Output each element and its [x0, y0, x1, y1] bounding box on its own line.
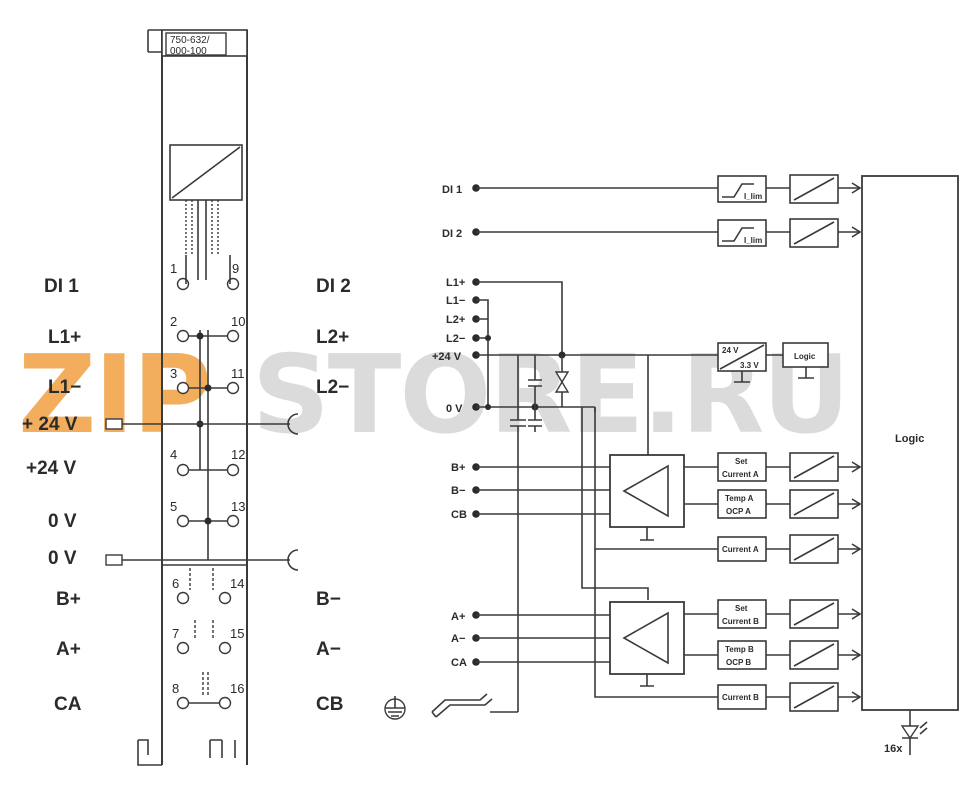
- terminal-labels: DI 1 L1+ L1− + 24 V +24 V 0 V 0 V B+ A+ …: [22, 276, 351, 715]
- label-l2-plus: L2+: [316, 327, 349, 348]
- temp-b-line1: Temp B: [725, 645, 754, 654]
- v24-label: 24 V: [722, 346, 739, 355]
- label-l1-minus: L1−: [48, 377, 81, 398]
- terminal-number: 2: [170, 314, 177, 329]
- sch-label-l1plus: L1+: [446, 277, 465, 289]
- sch-label-di2: DI 2: [442, 228, 462, 240]
- sch-label-di1: DI 1: [442, 184, 462, 196]
- terminal-number: 16: [230, 681, 244, 696]
- logic-block-label: Logic: [895, 433, 924, 445]
- terminal-number: 5: [170, 499, 177, 514]
- terminal-number: 1: [170, 261, 177, 276]
- watermark-prefix: ZIP: [18, 333, 210, 458]
- ilim-label: I_lim: [744, 192, 762, 201]
- label-24v-rail: + 24 V: [22, 414, 78, 435]
- terminal-number: 11: [231, 366, 245, 381]
- current-b-label: Current B: [722, 693, 759, 702]
- terminal-number: 7: [172, 626, 179, 641]
- led-count-label: 16x: [884, 743, 903, 755]
- label-cb: CB: [316, 694, 343, 715]
- sch-label-aplus: A+: [451, 611, 465, 623]
- label-0v-rail: 0 V: [48, 548, 77, 569]
- sch-label-0v: 0 V: [446, 403, 463, 415]
- logic-small-label: Logic: [794, 352, 816, 361]
- part-number-line2: 000-100: [170, 46, 207, 57]
- label-l2-minus: L2−: [316, 377, 349, 398]
- label-24v: +24 V: [26, 458, 77, 479]
- sch-label-aminus: A−: [451, 633, 465, 645]
- din-rail-icon: [431, 693, 493, 718]
- sch-label-l2plus: L2+: [446, 314, 465, 326]
- terminal-number: 9: [232, 261, 239, 276]
- label-a-minus: A−: [316, 639, 341, 660]
- label-ca: CA: [54, 694, 82, 715]
- temp-a-line2: OCP A: [726, 507, 751, 516]
- temp-b-line2: OCP B: [726, 658, 751, 667]
- sch-label-cb: CB: [451, 509, 467, 521]
- label-di2-right: DI 2: [316, 276, 351, 297]
- terminal-number: 13: [231, 499, 245, 514]
- set-current-a-line2: Current A: [722, 470, 759, 479]
- terminal-number: 14: [230, 576, 244, 591]
- ground-icon: [384, 696, 406, 720]
- sch-label-l2minus: L2−: [446, 333, 465, 345]
- sch-label-bminus: B−: [451, 485, 465, 497]
- sch-label-24v: +24 V: [432, 351, 462, 363]
- temp-a-line1: Temp A: [725, 494, 754, 503]
- label-l1-plus: L1+: [48, 327, 81, 348]
- terminal-number: 4: [170, 447, 177, 462]
- label-0v: 0 V: [48, 511, 77, 532]
- schematic: DI 1 DI 2 L1+ L1− L2+ L2− +24 V 0 V B+ B…: [432, 174, 959, 755]
- sch-label-l1minus: L1−: [446, 295, 465, 307]
- sch-label-ca: CA: [451, 657, 467, 669]
- terminal-number: 8: [172, 681, 179, 696]
- terminal-number: 15: [230, 626, 244, 641]
- terminal-points: [105, 255, 299, 710]
- terminal-numbers: 1 9 2 10 3 11 4 12 5 13 6 14 7 15 8 16: [170, 261, 245, 696]
- terminal-number: 12: [231, 447, 245, 462]
- set-current-b-line2: Current B: [722, 617, 759, 626]
- label-a-plus: A+: [56, 639, 81, 660]
- set-current-a-line1: Set: [735, 457, 748, 466]
- label-b-minus: B−: [316, 589, 341, 610]
- v33-label: 3.3 V: [740, 361, 759, 370]
- terminal-number: 3: [170, 366, 177, 381]
- part-number-line1: 750-632/: [170, 35, 210, 46]
- label-b-plus: B+: [56, 589, 81, 610]
- set-current-b-line1: Set: [735, 604, 748, 613]
- ilim-label: I_lim: [744, 236, 762, 245]
- terminal-number: 6: [172, 576, 179, 591]
- current-a-label: Current A: [722, 545, 759, 554]
- label-di1-left: DI 1: [44, 276, 79, 297]
- sch-label-bplus: B+: [451, 462, 465, 474]
- module-body: 750-632/ 000-100: [137, 29, 248, 766]
- terminal-number: 10: [231, 314, 245, 329]
